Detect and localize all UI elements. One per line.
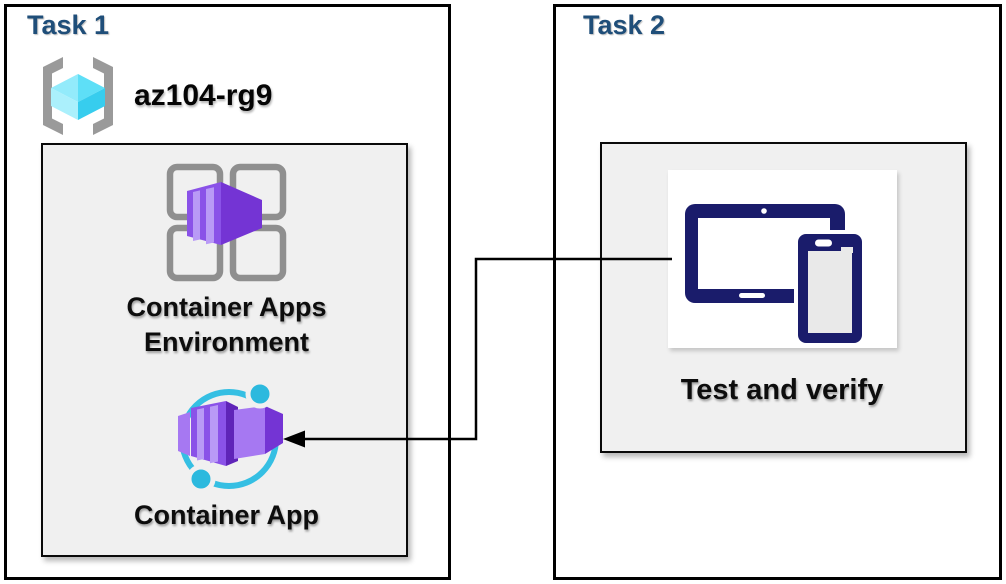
resource-group: az104-rg9 [36,57,272,135]
devices-icon [685,204,866,347]
resource-group-icon [43,57,113,135]
container-app-label: Container App [134,500,319,530]
tablet-home-button [739,293,765,298]
phone-speaker [815,239,832,247]
resource-group-label: az104-rg9 [134,79,273,112]
tablet-camera-dot [761,208,767,214]
task2-title: Task 2 [583,10,666,40]
task1-title: Task 1 [27,10,110,40]
test-and-verify-label: Test and verify [680,374,884,406]
container-apps-environment-icon [166,163,287,282]
container-apps-environment-label: Container Apps Environment [126,292,327,358]
container-app-icon [178,379,283,494]
